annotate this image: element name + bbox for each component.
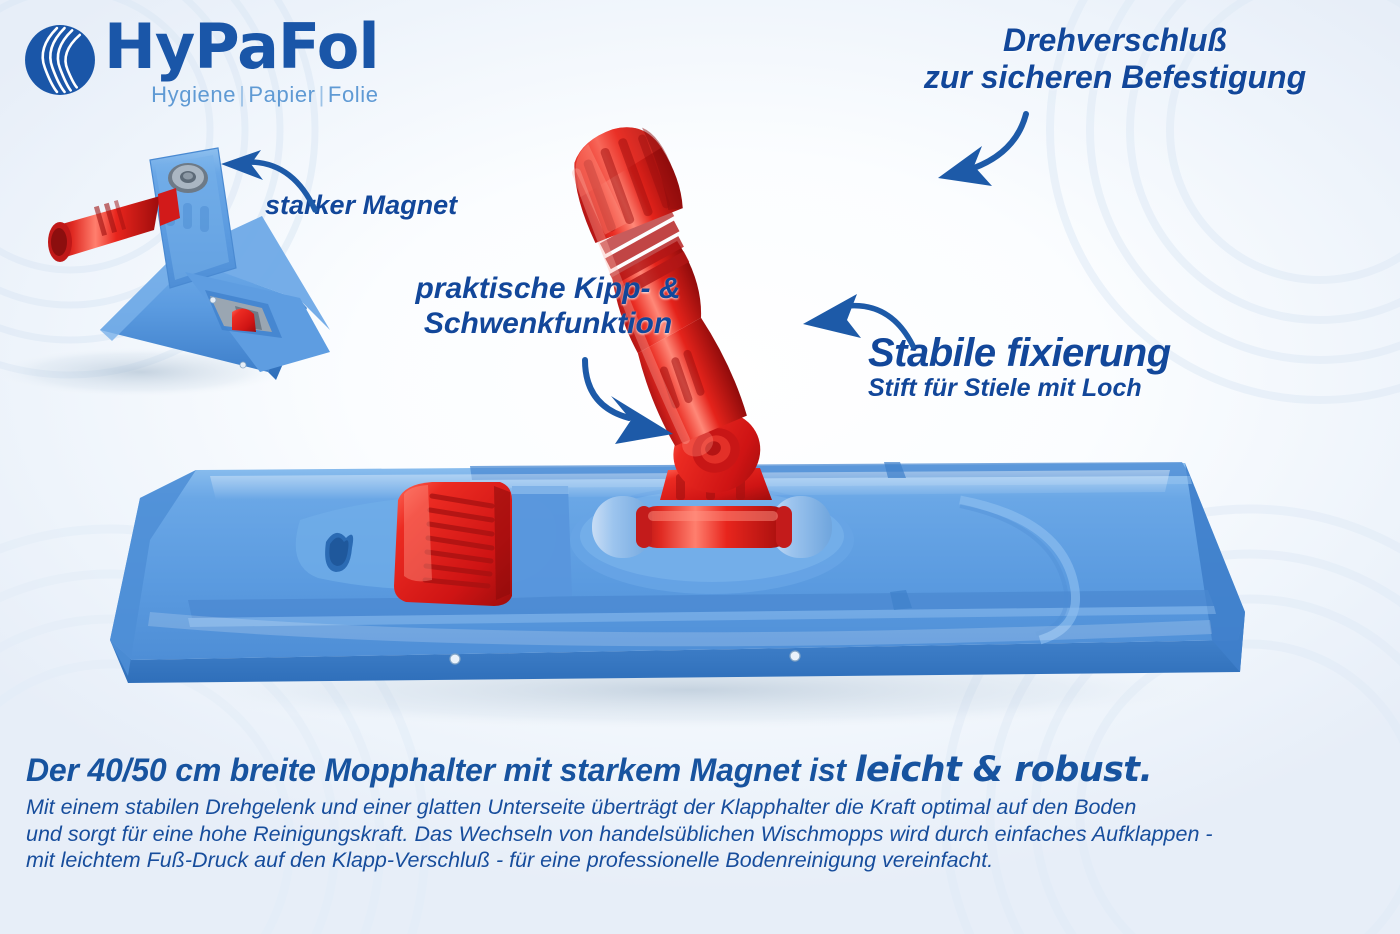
callout-kippfunktion: praktische Kipp- & Schwenkfunktion	[398, 272, 698, 342]
tagline-papier: Papier	[248, 82, 316, 107]
brand-tagline: Hygiene|Papier|Folie	[104, 82, 379, 108]
callout-kippfunktion-line1: praktische Kipp- &	[415, 272, 681, 305]
callout-drehverschluss: Drehverschluß zur sicheren Befestigung	[900, 22, 1330, 96]
globe-swirl-icon	[25, 25, 95, 95]
footer-paragraph-line-2: und sorgt für eine hohe Reinigungskraft.…	[26, 821, 1213, 846]
product-inset-folded	[0, 147, 330, 398]
tagline-hygiene: Hygiene	[151, 82, 237, 107]
footer-paragraph: Mit einem stabilen Drehgelenk und einer …	[26, 794, 1376, 874]
callout-drehverschluss-line2: zur sicheren Befestigung	[923, 59, 1307, 96]
tagline-sep-2: |	[318, 82, 325, 107]
callout-stabile-fixierung: Stabile fixierung Stift für Stiele mit L…	[868, 330, 1171, 403]
screw-icon	[789, 650, 801, 662]
footer-paragraph-line-1: Mit einem stabilen Drehgelenk und einer …	[26, 795, 1137, 819]
inset-red-handle	[48, 188, 180, 262]
red-handle-assembly	[572, 127, 761, 493]
brand-logo: HyPaFol Hygiene|Papier|Folie	[22, 10, 380, 108]
screw-icon	[449, 653, 461, 665]
mop-holder-plate	[110, 127, 1245, 732]
tagline-folie: Folie	[327, 82, 379, 107]
red-clamp-lever	[394, 482, 572, 606]
callout-kippfunktion-line2: Schwenkfunktion	[423, 306, 673, 340]
tagline-sep-1: |	[239, 82, 246, 107]
callout-stabile-title: Stabile fixierung	[868, 331, 1171, 375]
brand-name: HyPaFol	[104, 10, 380, 83]
callout-drehverschluss-line1: Drehverschluß	[1002, 22, 1228, 58]
screw-cap	[574, 127, 683, 244]
footer-paragraph-line-3: mit leichtem Fuß-Druck auf den Klapp-Ver…	[26, 848, 994, 872]
callout-magnet: starker Magnet	[265, 190, 458, 220]
footer-headline-accent: leicht & robust.	[854, 750, 1153, 790]
footer-text-block: Der 40/50 cm breite Mopphalter mit stark…	[26, 752, 1376, 874]
plate-hole	[325, 532, 354, 572]
footer-headline-main: Der 40/50 cm breite Mopphalter mit stark…	[26, 752, 855, 788]
callout-stabile-subtitle: Stift für Stiele mit Loch	[868, 374, 1142, 403]
footer-headline: Der 40/50 cm breite Mopphalter mit stark…	[26, 752, 1376, 788]
magnet-disc-icon	[168, 163, 208, 193]
